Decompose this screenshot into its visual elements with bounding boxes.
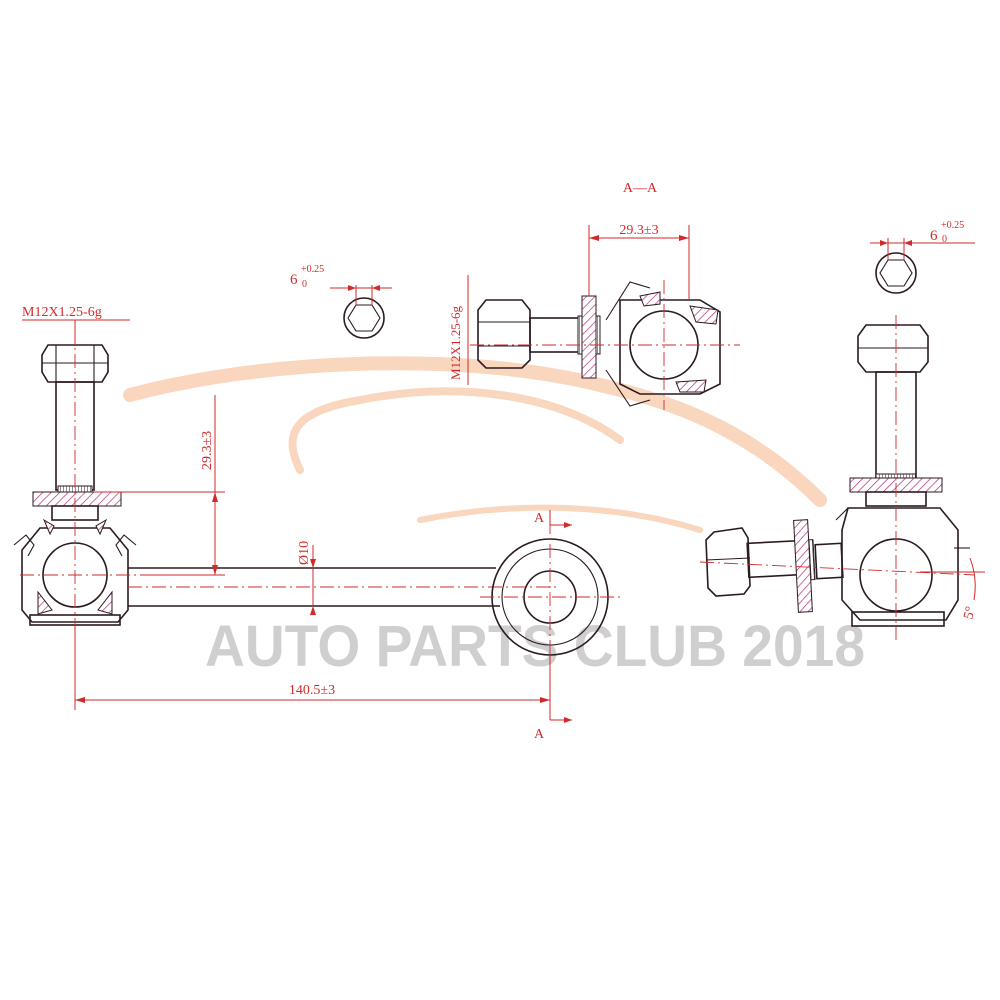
section-view: A—A xyxy=(470,181,740,410)
hex-socket-right: 6 +0.25 0 xyxy=(870,220,975,294)
left-ball-joint xyxy=(13,330,140,640)
dimension-thread-left: M12X1.25-6g xyxy=(22,305,130,345)
svg-text:A: A xyxy=(534,727,545,742)
svg-text:A: A xyxy=(534,511,545,526)
right-ball-joint xyxy=(699,315,976,640)
svg-text:Ø10: Ø10 xyxy=(297,541,312,565)
hex-socket-left: 6 +0.25 0 xyxy=(290,264,392,339)
section-marker-top: A xyxy=(534,510,572,528)
dimension-angle: 5° xyxy=(920,557,985,621)
svg-text:140.5±3: 140.5±3 xyxy=(289,683,335,698)
watermark-logo xyxy=(123,356,827,533)
dimension-stud-height: 29.3±3 xyxy=(94,395,225,576)
svg-text:5°: 5° xyxy=(961,605,979,621)
svg-text:29.3±3: 29.3±3 xyxy=(200,431,215,470)
svg-text:0: 0 xyxy=(942,234,947,245)
watermark-text: AUTO PARTS CLUB 2018 xyxy=(205,614,865,679)
section-marker-bottom: A xyxy=(534,705,572,742)
dimension-thread-section: M12X1.25-6g xyxy=(448,275,469,385)
svg-text:6: 6 xyxy=(930,228,938,244)
dimension-section-stud: 29.3±3 xyxy=(588,223,690,300)
svg-text:29.3±3: 29.3±3 xyxy=(619,223,658,238)
dimension-overall-length: 140.5±3 xyxy=(74,625,551,710)
svg-text:+0.25: +0.25 xyxy=(301,264,324,275)
svg-text:6: 6 xyxy=(290,272,298,288)
stabilizer-rod xyxy=(128,567,560,607)
svg-text:+0.25: +0.25 xyxy=(941,220,964,231)
dimension-rod-diameter: Ø10 xyxy=(297,541,316,615)
svg-text:0: 0 xyxy=(302,279,307,290)
svg-text:M12X1.25-6g: M12X1.25-6g xyxy=(22,305,102,320)
svg-text:M12X1.25-6g: M12X1.25-6g xyxy=(448,305,463,380)
section-title: A—A xyxy=(623,181,658,196)
